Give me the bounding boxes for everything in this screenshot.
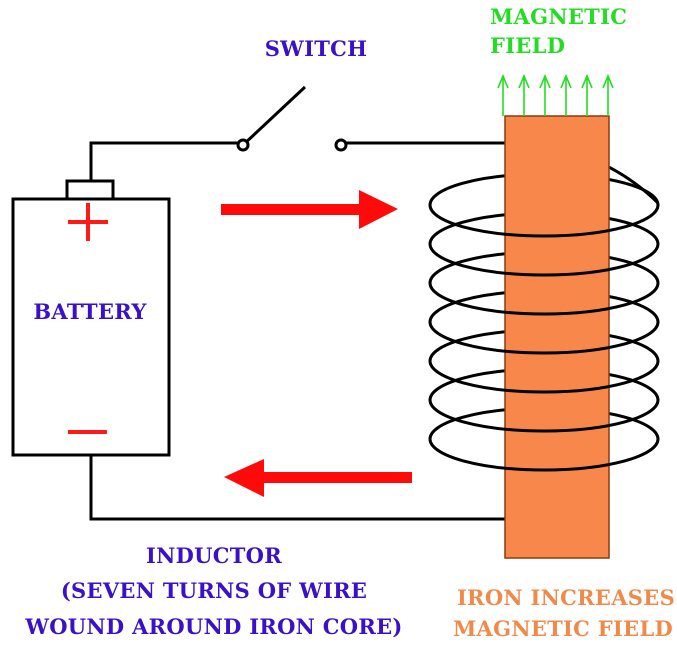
magnetic-field-arrows [497,73,614,116]
battery-label: BATTERY [33,299,147,324]
inductor-label-line2: (SEVEN TURNS OF WIRE [61,578,367,603]
switch-contact-right [334,138,348,152]
circuit-wires [89,85,510,521]
battery-terminal [65,179,115,201]
iron-core [504,115,610,559]
field-arrow [539,73,551,116]
coil-turn-front [428,360,660,394]
coil-front-turns [428,204,660,472]
coil-turn-front [428,243,660,277]
iron-label-line2: MAGNETIC FIELD [453,616,673,641]
coil-turn-front [428,321,660,355]
magnetic-field-label-line2: FIELD [490,33,565,58]
inductor-label-line3: WOUND AROUND IRON CORE) [24,614,402,639]
field-arrow [560,73,572,116]
wire-battery-bottom-to-coil [89,455,510,521]
iron-label-line1: IRON INCREASES [457,585,675,610]
field-arrow [518,73,530,116]
current-arrow-right [221,190,398,229]
switch-lever [241,85,307,147]
magnetic-field-label-line1: MAGNETIC [490,4,627,29]
switch-label: SWITCH [265,36,368,61]
inductor-label-line1: INDUCTOR [146,543,282,568]
field-arrow [602,73,614,116]
wire-battery-to-switch [89,141,243,181]
coil-turn-front [428,282,660,316]
coil-turn-front [428,399,660,433]
field-arrow [497,73,509,116]
plus-sign [68,203,108,241]
field-arrow [581,73,593,116]
switch-contact-left [236,138,250,152]
coil-turn-front [428,438,660,472]
current-arrow-left [224,459,412,497]
coil-turn-front [428,204,660,238]
battery-body [11,197,171,457]
